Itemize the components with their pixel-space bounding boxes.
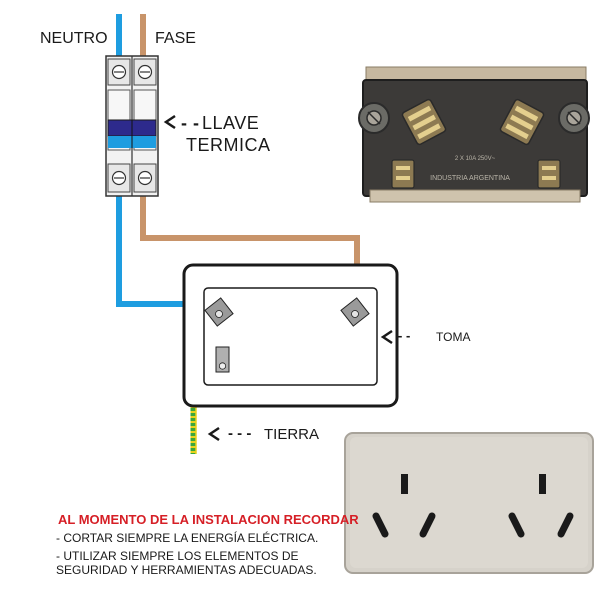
breaker-pointer-dash: - -	[181, 113, 200, 133]
tierra-pointer-dash: - - -	[228, 425, 252, 442]
circuit-breaker	[105, 55, 159, 197]
warning-line-2a: - UTILIZAR SIEMPRE LOS ELEMENTOS DE	[56, 549, 299, 563]
socket-left	[372, 474, 436, 538]
warning-line-2b: SEGURIDAD Y HERRAMIENTAS ADECUADAS.	[56, 563, 317, 577]
arrow-left-icon	[207, 426, 220, 442]
earth-terminal	[215, 346, 230, 373]
outlet-front-photo	[344, 432, 594, 574]
breaker-label-line1: LLAVE	[202, 113, 260, 133]
warning-line-1: - CORTAR SIEMPRE LA ENERGÍA ELÉCTRICA.	[56, 531, 319, 545]
outlet-box	[182, 263, 399, 408]
neutral-label: NEUTRO	[40, 30, 108, 47]
toma-label: TOMA	[436, 330, 471, 344]
arrow-left-icon	[163, 114, 176, 130]
phase-terminal	[340, 297, 370, 327]
phase-wire	[140, 14, 360, 306]
tierra-label: TIERRA	[264, 426, 320, 443]
arrow-left-icon	[380, 329, 393, 345]
back-imprint-rating: 2 X 10A 250V~	[455, 156, 496, 162]
phase-label: FASE	[155, 30, 196, 47]
neutral-terminal	[204, 297, 234, 327]
back-imprint-origin: INDUSTRIA ARGENTINA	[430, 175, 510, 182]
breaker-label-line2: TERMICA	[186, 135, 271, 155]
warning-title: AL MOMENTO DE LA INSTALACION RECORDAR	[58, 512, 359, 527]
toma-pointer-dash: - -	[398, 328, 411, 343]
socket-right	[508, 474, 574, 538]
outlet-back-photo: 2 X 10A 250V~ INDUSTRIA ARGENTINA	[350, 64, 594, 204]
